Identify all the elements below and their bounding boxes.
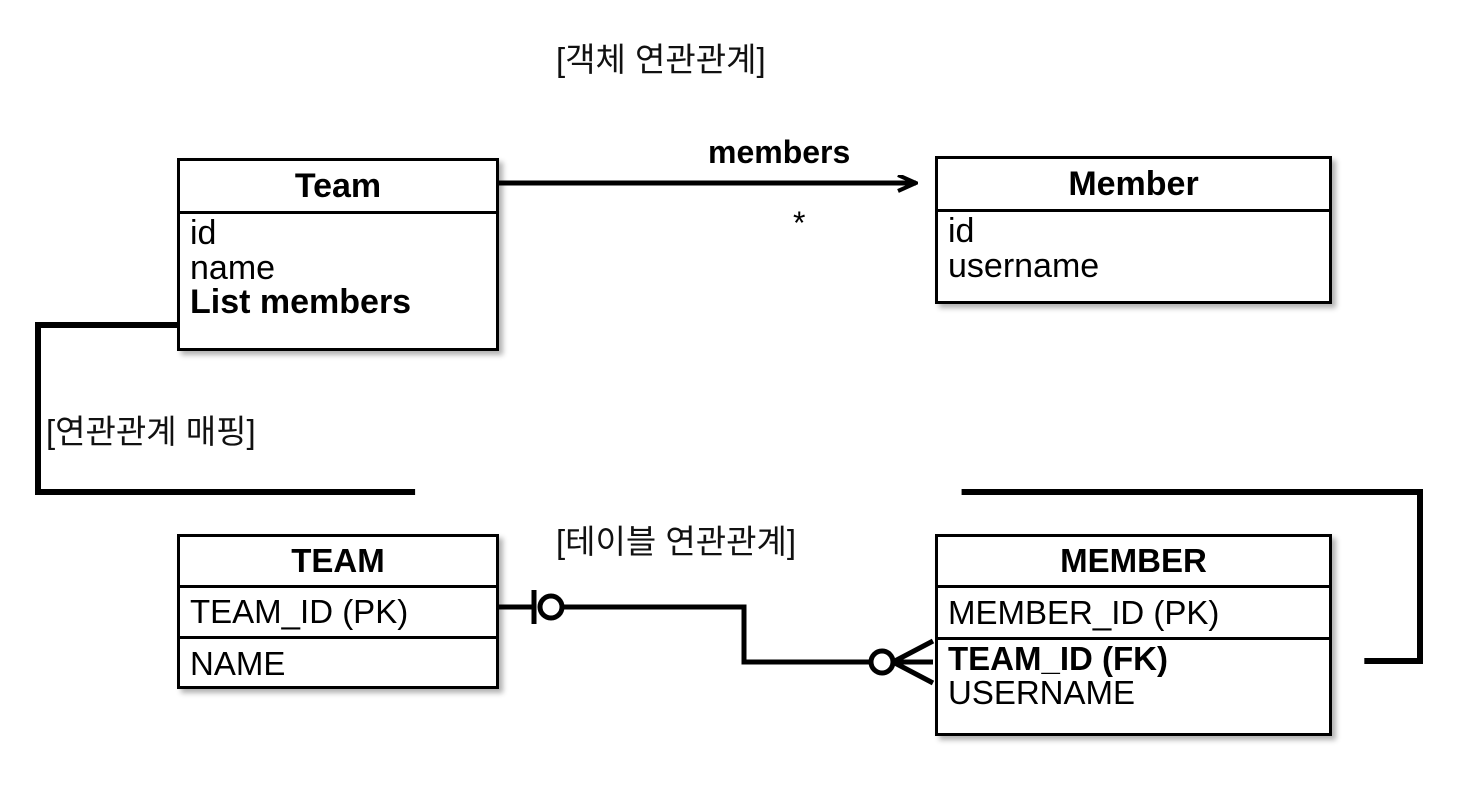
table-column-name: NAME: [190, 645, 286, 682]
table-column-team-id-fk: TEAM_ID (FK): [948, 640, 1168, 677]
table-name-member: MEMBER: [938, 537, 1329, 588]
class-attribute: id: [948, 212, 975, 250]
table-box-member: MEMBER MEMBER_ID (PK) TEAM_ID (FK) USERN…: [935, 534, 1332, 736]
section-title-object-association: [객체 연관관계]: [556, 41, 766, 78]
er-relationship-line: [499, 590, 935, 686]
class-box-member: Member id username: [935, 156, 1332, 304]
cardinality-zero-or-many: [868, 638, 935, 686]
association-multiplicity-label: *: [793, 205, 806, 241]
class-attribute: id: [190, 214, 217, 252]
section-title-association-mapping: [연관관계 매핑]: [46, 413, 256, 450]
class-attribute: username: [948, 246, 1100, 285]
class-attributes-member: id username: [938, 212, 1329, 301]
class-attributes-team: id name List members: [180, 214, 496, 348]
section-title-table-association: [테이블 연관관계]: [556, 523, 797, 560]
table-column-team-id: TEAM_ID (PK): [180, 588, 496, 639]
class-name-team: Team: [180, 161, 496, 214]
table-column-username: USERNAME: [948, 673, 1136, 711]
association-role-label: members: [708, 134, 851, 170]
class-attribute-list-members: List members: [190, 283, 412, 322]
class-name-member: Member: [938, 159, 1329, 212]
table-box-team: TEAM TEAM_ID (PK) NAME: [177, 534, 499, 689]
class-box-team: Team id name List members: [177, 158, 499, 351]
cardinality-one-and-only-one: [531, 590, 565, 624]
table-column-member-id: MEMBER_ID (PK): [938, 588, 1329, 640]
class-attribute: name: [190, 248, 276, 287]
table-name-team: TEAM: [180, 537, 496, 588]
table-columns-member-rest: TEAM_ID (FK) USERNAME: [938, 640, 1329, 736]
